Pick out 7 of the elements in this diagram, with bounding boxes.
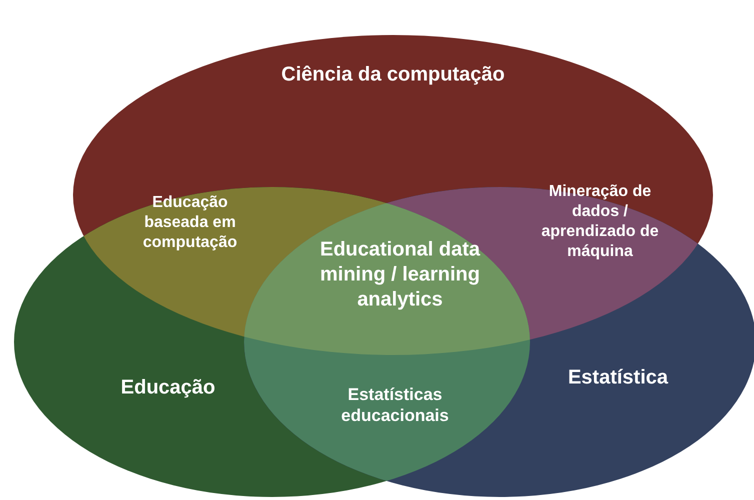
overlap-label: Mineração de dados / aprendizado de máquina	[540, 182, 660, 262]
overlap-label: Estatísticas educacionais	[340, 384, 450, 426]
set-label: Educação	[120, 376, 216, 400]
set-label: Estatística	[568, 366, 668, 390]
set-label: Ciência da computação	[281, 62, 505, 88]
overlap-label: Educational data mining / learning analytics	[318, 238, 482, 312]
overlap-label: Educação baseada em computação	[142, 193, 238, 253]
